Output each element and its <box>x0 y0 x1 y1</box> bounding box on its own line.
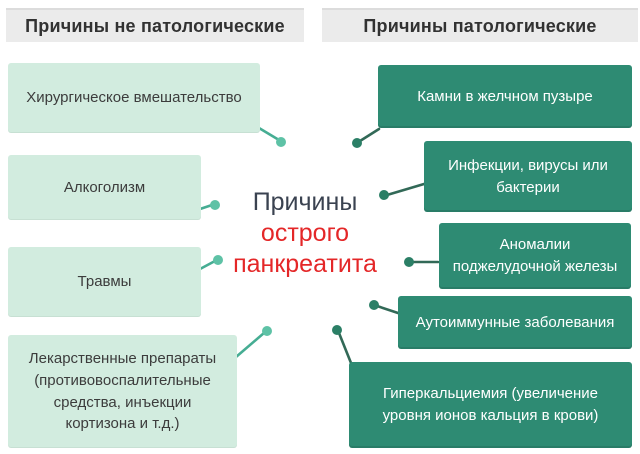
cause-box-infections: Инфекции, вирусы или бактерии <box>424 141 632 212</box>
cause-box-autoimmune: Аутоиммунные заболевания <box>398 296 632 349</box>
cause-label: Лекарственные препараты (противовоспалит… <box>28 350 217 433</box>
title-line-1: Причины <box>252 188 358 216</box>
cause-label: Алкоголизм <box>63 178 146 196</box>
cause-box-anomalies: Аномалии поджелудочной железы <box>439 223 631 289</box>
cause-box-hypercalcemia: Гиперкальциемия (увеличение уровня ионов… <box>349 362 632 448</box>
cause-box-gallstones: Камни в желчном пузыре <box>378 65 632 128</box>
connector-medications <box>234 326 272 359</box>
connector-autoimmune <box>369 300 400 315</box>
cause-box-alcoholism: Алкоголизм <box>8 155 201 220</box>
cause-label: Инфекции, вирусы или бактерии <box>448 156 608 196</box>
cause-box-medications: Лекарственные препараты (противовоспалит… <box>8 335 237 448</box>
header-pathological: Причины патологические <box>322 8 638 42</box>
header-nonpathological: Причины не патологические <box>6 8 304 42</box>
cause-box-trauma: Травмы <box>8 247 201 317</box>
diagram-title: Причины острого панкреатита <box>213 187 397 280</box>
cause-label: Гиперкальциемия (увеличение уровня ионов… <box>382 385 599 424</box>
connector-hypercalcemia <box>332 325 353 365</box>
connector-anomalies <box>404 257 440 267</box>
cause-label: Аномалии поджелудочной железы <box>452 236 618 275</box>
cause-label: Камни в желчном пузыре <box>417 87 593 105</box>
cause-label: Хирургическое вмешательство <box>26 89 242 107</box>
cause-label: Травмы <box>77 273 132 291</box>
cause-label: Аутоиммунные заболевания <box>415 313 615 331</box>
cause-box-surgery: Хирургическое вмешательство <box>8 63 260 133</box>
title-line-2: острого <box>260 219 350 247</box>
connector-surgery <box>257 126 286 147</box>
connector-gallstones <box>352 127 381 148</box>
title-line-3: панкреатита <box>233 250 377 278</box>
